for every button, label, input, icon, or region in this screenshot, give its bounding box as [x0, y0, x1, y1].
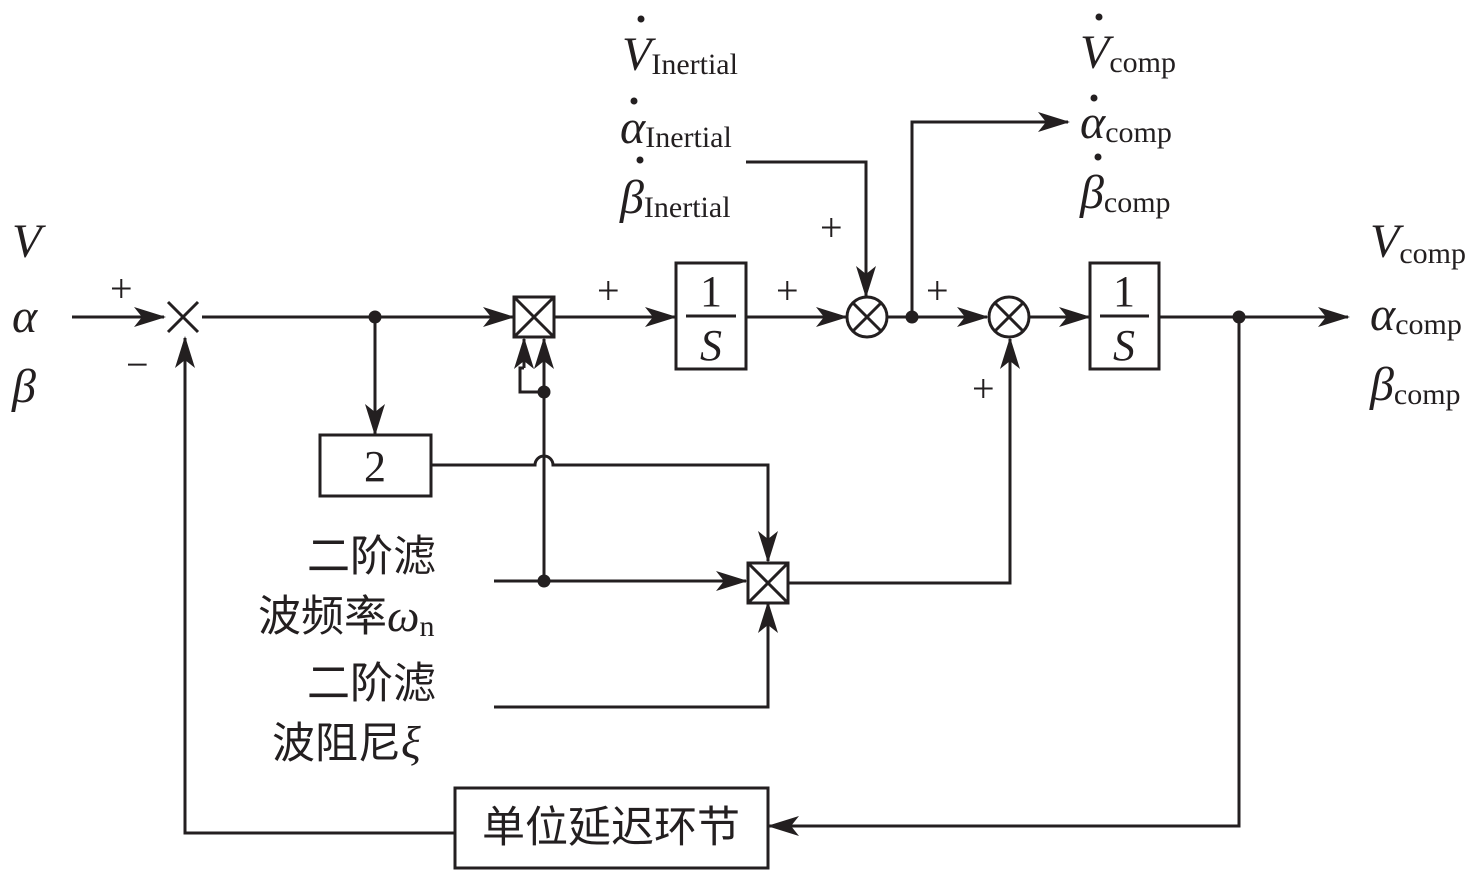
- mult1-plus-sign: +: [597, 268, 620, 313]
- output-labels: Vcomp αcomp βcomp: [1369, 215, 1466, 411]
- delay-label: 单位延迟环节: [482, 803, 740, 853]
- inertial-plus-sign: +: [820, 205, 843, 250]
- inertial-beta-dot: [636, 156, 644, 164]
- inertial-v-dot: [637, 15, 645, 23]
- summer-2: [987, 295, 1031, 339]
- integrator-1: 1 S: [674, 261, 748, 371]
- input-labels: V α β: [11, 215, 46, 413]
- integrator-1-denominator: S: [700, 321, 722, 370]
- feedback-wire: [767, 317, 1241, 836]
- inertial-labels: VInertial αInertial βInertial: [619, 15, 738, 224]
- sum2-plus-sign: +: [972, 366, 995, 411]
- integrator-2-denominator: S: [1113, 321, 1135, 370]
- xi-param-label: 二阶滤 波阻尼ξ: [272, 659, 436, 769]
- input-comparator: [166, 300, 200, 334]
- multiplier-1: [512, 295, 556, 339]
- comp-beta-rate-label: βcomp: [1079, 166, 1171, 219]
- inertial-wire: [746, 160, 876, 298]
- integrator-1-numerator: 1: [700, 267, 722, 316]
- sum1-plus-sign: +: [926, 268, 949, 313]
- gain-value: 2: [364, 442, 386, 491]
- inertial-beta-label: βInertial: [619, 171, 731, 224]
- xi-wire: [494, 601, 778, 709]
- comp-alpha-rate-label: αcomp: [1080, 96, 1172, 149]
- inertial-alpha-label: αInertial: [620, 101, 732, 154]
- inertial-v-label: VInertial: [622, 28, 738, 81]
- xi-label-line2: 波阻尼ξ: [272, 717, 421, 769]
- int1-plus-sign: +: [776, 268, 799, 313]
- junction-dots: [368, 310, 1246, 588]
- comp-rate-wire: [910, 112, 1070, 317]
- comp-v-dot: [1095, 13, 1103, 21]
- omega-label-line1: 二阶滤: [307, 532, 436, 582]
- comp-v-rate-label: Vcomp: [1080, 26, 1176, 79]
- integrator-2: 1 S: [1088, 261, 1161, 371]
- gain-block: 2: [318, 433, 433, 498]
- summer-1: [845, 295, 889, 339]
- gain-out-wire: [431, 454, 778, 563]
- signal-wires: [72, 112, 1350, 836]
- omega-param-label: 二阶滤 波频率ωn: [258, 532, 436, 643]
- xi-label-line1: 二阶滤: [307, 659, 436, 709]
- multiplier-2: [746, 561, 790, 605]
- integrator-2-numerator: 1: [1113, 267, 1135, 316]
- output-v-label: Vcomp: [1370, 215, 1466, 270]
- output-beta-label: βcomp: [1369, 358, 1461, 411]
- comp-beta-dot: [1094, 153, 1102, 161]
- input-plus-sign: +: [110, 266, 133, 311]
- output-alpha-label: αcomp: [1370, 288, 1462, 341]
- mult2-out-wire: [789, 337, 1020, 585]
- delay-out-wire: [175, 336, 455, 835]
- delay-block: 单位延迟环节: [453, 786, 770, 870]
- comp-rate-labels: Vcomp αcomp βcomp: [1079, 13, 1176, 219]
- comp-alpha-dot: [1090, 94, 1098, 102]
- input-v-label: V: [12, 215, 46, 268]
- input-beta-label: β: [11, 360, 36, 413]
- omega-label-line2: 波频率ωn: [258, 590, 434, 643]
- input-alpha-label: α: [12, 290, 38, 343]
- input-minus-sign: −: [126, 342, 149, 387]
- inertial-alpha-dot: [630, 97, 638, 105]
